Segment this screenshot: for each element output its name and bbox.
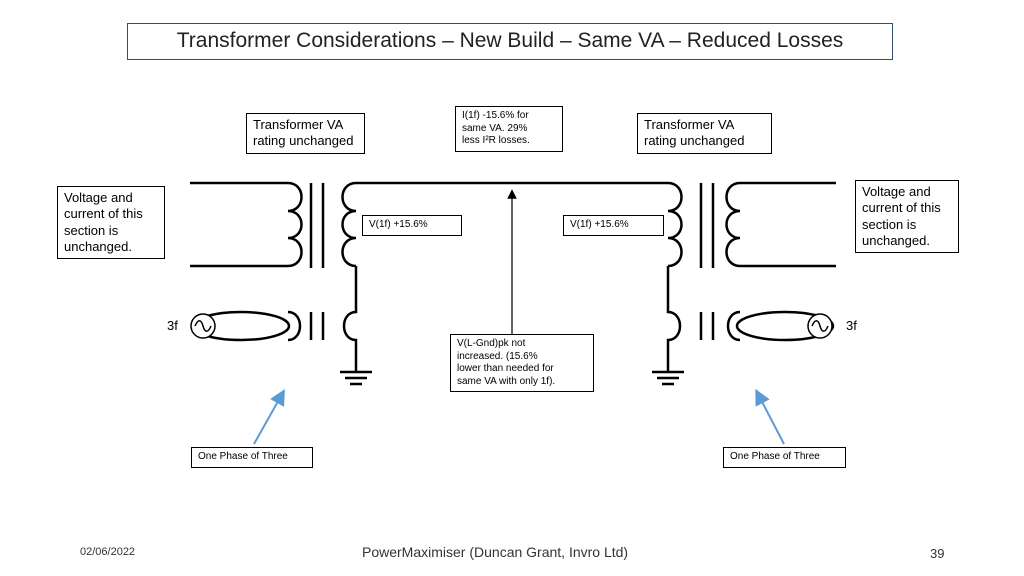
voltage-label-right: V(1f) +15.6%: [563, 215, 664, 236]
current-note: I(1f) -15.6% for same VA. 29% less I²R l…: [455, 106, 563, 152]
footer-page-number: 39: [930, 546, 945, 561]
voltage-label-left: V(1f) +15.6%: [362, 215, 462, 236]
right-upper-secondary-coil: [725, 181, 741, 268]
slide-title: Transformer Considerations – New Build –…: [127, 23, 893, 60]
lgnd-note: V(L-Gnd)pk not increased. (15.6% lower t…: [450, 334, 594, 392]
phase-note-left: One Phase of Three: [191, 447, 313, 468]
left-upper-primary-coil: [287, 181, 303, 268]
footer-center: PowerMaximiser (Duncan Grant, Invro Ltd): [362, 544, 629, 560]
three-phase-label-left: 3f: [167, 318, 178, 333]
three-phase-label-right: 3f: [846, 318, 857, 333]
right-blue-arrow: [755, 388, 785, 445]
footer-date: 02/06/2022: [80, 546, 136, 558]
va-note-right: Transformer VA rating unchanged: [637, 113, 772, 154]
voltage-note-left: Voltage and current of this section is u…: [57, 186, 165, 259]
va-note-left: Transformer VA rating unchanged: [246, 113, 365, 154]
phase-note-right: One Phase of Three: [723, 447, 846, 468]
voltage-note-right: Voltage and current of this section is u…: [855, 180, 959, 253]
left-upper-secondary-coil: [341, 181, 357, 268]
right-upper-primary-coil: [667, 181, 683, 268]
right-source-loop: [735, 310, 835, 342]
left-blue-arrow: [253, 389, 285, 445]
